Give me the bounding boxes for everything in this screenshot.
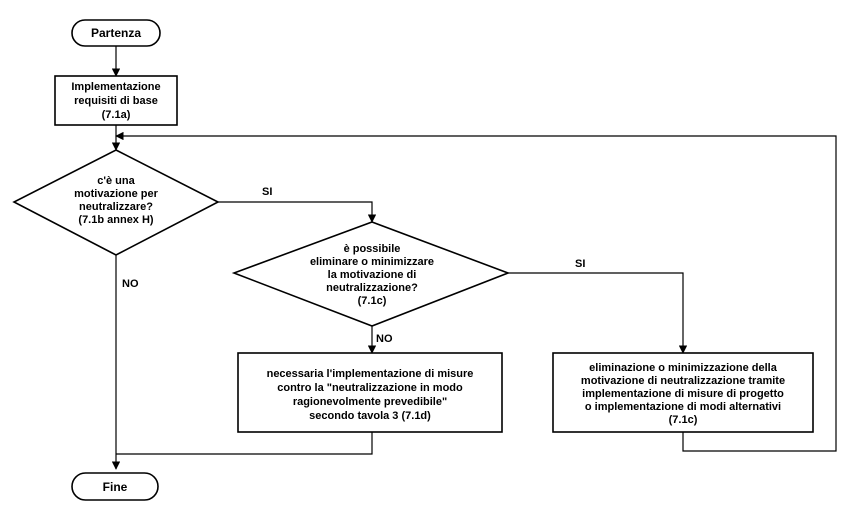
edge-label-no-2: NO (376, 333, 393, 345)
start-terminal: Partenza (71, 19, 161, 47)
step-eliminate-line-3: implementazione di misure di progetto (582, 388, 784, 400)
end-terminal: Fine (71, 472, 159, 501)
start-label: Partenza (91, 26, 141, 40)
step-base-line-2: requisiti di base (74, 95, 158, 107)
step-measures-line-1: necessaria l'implementazione di misure (267, 368, 474, 380)
step-base-requirements: Implementazione requisiti di base (7.1a) (54, 75, 178, 126)
end-label: Fine (103, 480, 128, 494)
step-eliminate-line-2: motivazione di neutralizzazione tramite (581, 375, 785, 387)
step-base-line-3: (7.1a) (102, 109, 131, 121)
decision-minimize-line-2: eliminare o minimizzare (310, 256, 434, 268)
edge-minimize-si (508, 272, 688, 354)
decision-minimize-line-3: la motivazione di (328, 269, 417, 281)
step-measures-line-3: ragionevolmente prevedibile" (293, 396, 447, 408)
step-base-line-1: Implementazione (71, 81, 160, 93)
decision-motivation-line-1: c'è una (97, 175, 135, 187)
step-measures-line-4: secondo tavola 3 (7.1d) (309, 410, 431, 422)
edge-decision-si (218, 201, 377, 223)
edge-measures-to-end (116, 432, 373, 455)
edge-label-si-1: SI (262, 186, 272, 198)
decision-motivation-line-2: motivazione per (74, 188, 158, 200)
decision-minimize-line-4: neutralizzazione? (326, 282, 418, 294)
decision-motivation-line-4: (7.1b annex H) (78, 214, 154, 226)
edge-label-si-2: SI (575, 258, 585, 270)
step-measures: necessaria l'implementazione di misure c… (237, 352, 503, 433)
edge-loop-back (115, 131, 837, 452)
step-eliminate-line-1: eliminazione o minimizzazione della (589, 362, 778, 374)
step-eliminate-line-5: (7.1c) (669, 414, 698, 426)
edge-label-no-1: NO (122, 278, 139, 290)
step-measures-line-2: contro la "neutralizzazione in modo (277, 382, 463, 394)
connectors (111, 46, 837, 470)
decision-minimize-line-1: è possibile (344, 243, 401, 255)
decision-minimize: è possibile eliminare o minimizzare la m… (231, 221, 511, 327)
decision-motivation-line-3: neutralizzare? (79, 201, 153, 213)
step-eliminate-line-4: o implementazione di modi alternativi (585, 401, 781, 413)
decision-motivation: c'è una motivazione per neutralizzare? (… (12, 149, 220, 256)
decision-minimize-line-5: (7.1c) (358, 295, 387, 307)
step-eliminate: eliminazione o minimizzazione della moti… (552, 352, 814, 433)
